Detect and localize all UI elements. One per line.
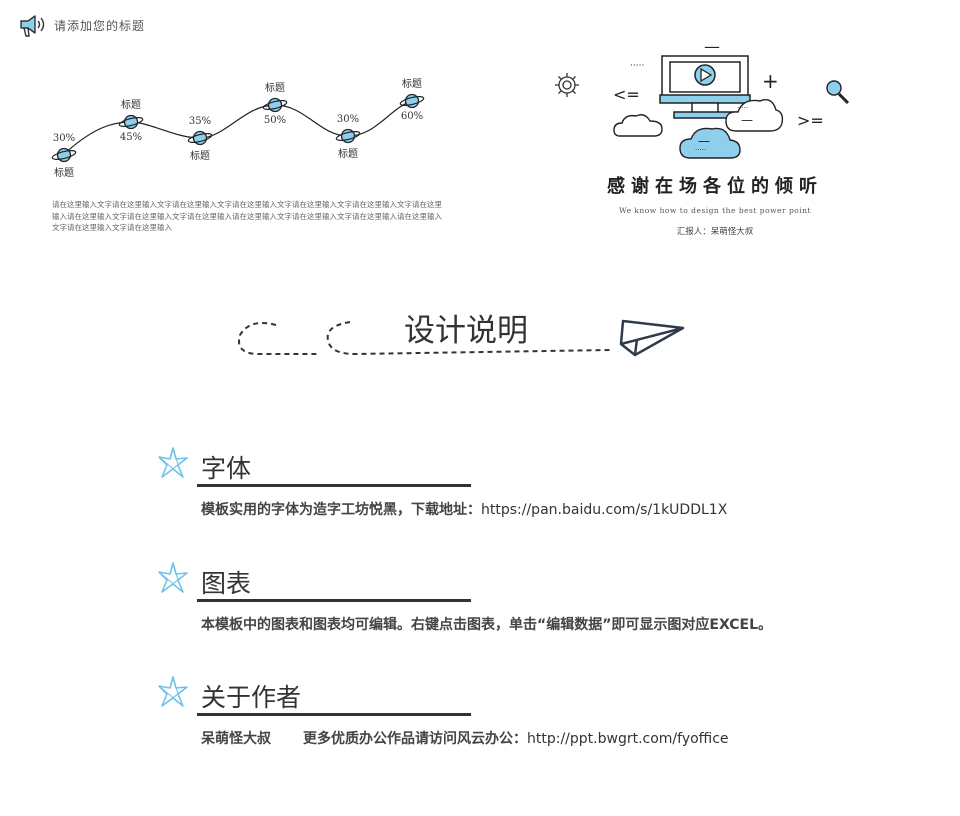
section-title: 字体 (201, 454, 252, 483)
tech-illustration: <= ····· — + >= ····· — — ····· (555, 40, 850, 159)
section-description: 本模板中的图表和图表均可编辑。右键点击图表，单击“编辑数据”即可显示图对应EXC… (201, 617, 773, 633)
dash-cloud: — (741, 113, 753, 127)
section-title: 关于作者 (201, 683, 302, 712)
dash-top: — (704, 40, 720, 56)
magnifier-icon (826, 80, 850, 105)
wave-value: 50% (263, 115, 287, 126)
planet-icon (187, 130, 213, 146)
lt-sign: <= (613, 85, 640, 104)
section-banner-title: 设计说明 (404, 313, 528, 349)
section-title: 图表 (201, 569, 252, 598)
monitor-icon (659, 55, 751, 119)
star-icon (158, 676, 188, 707)
dash-cloud2: — (698, 134, 710, 148)
section-description: 呆萌怪大叔 (201, 731, 271, 747)
section-underline (197, 484, 471, 487)
wave-label: 标题 (121, 100, 141, 111)
gt-sign: >= (797, 111, 824, 130)
wave-value: 30% (336, 114, 360, 125)
wave-value: 35% (188, 116, 212, 127)
gear-icon (555, 73, 579, 97)
megaphone-icon (20, 15, 45, 37)
star-icon (158, 562, 188, 593)
cloud-icon: — ····· (679, 127, 741, 159)
reporter-label: 汇报人：呆萌怪大叔 (676, 227, 754, 237)
dashed-trail (238, 321, 611, 356)
section-underline (197, 713, 471, 716)
section-link[interactable]: https://pan.baidu.com/s/1kUDDL1X (481, 502, 728, 518)
section-text: 呆萌怪大叔 更多优质办公作品请访问风云办公：http://ppt.bwgrt.co… (201, 728, 729, 748)
planet-icon (399, 93, 425, 109)
wave-value: 60% (400, 111, 424, 122)
wave-label: 标题 (338, 149, 358, 160)
section-text: 模板实用的字体为造字工坊悦黑，下载地址：https://pan.baidu.co… (201, 499, 727, 519)
paper-plane-icon (619, 319, 685, 357)
planet-icon (335, 128, 361, 144)
planet-icon (262, 97, 288, 113)
section-underline (197, 599, 471, 602)
wave-label: 标题 (265, 83, 285, 94)
section-description: 模板实用的字体为造字工坊悦黑，下载地址： (201, 502, 481, 518)
wave-label: 标题 (402, 79, 422, 90)
dots-cloud: ····· (737, 104, 748, 112)
wave-label: 标题 (54, 168, 74, 179)
wave-timeline (61, 100, 413, 157)
thanks-title: 感谢在场各位的倾听 (607, 176, 823, 197)
play-icon (694, 64, 716, 86)
section-description-2: 更多优质办公作品请访问风云办公： (303, 731, 527, 747)
section-text: 本模板中的图表和图表均可编辑。右键点击图表，单击“编辑数据”即可显示图对应EXC… (201, 614, 772, 634)
page-title: 请添加您的标题 (54, 19, 146, 33)
plus-sign: + (762, 69, 779, 93)
cloud-icon: ····· — (725, 98, 784, 132)
planet-icon (51, 147, 77, 163)
section-link[interactable]: http://ppt.bwgrt.com/fyoffice (527, 731, 729, 747)
wave-value: 45% (119, 132, 143, 143)
dots-cloud2: ····· (695, 146, 706, 154)
wave-value: 30% (52, 133, 76, 144)
star-icon (158, 447, 188, 478)
body-paragraph: 请在这里输入文字请在这里输入文字请在这里输入文字请在这里输入文字请在这里输入文字… (52, 200, 442, 232)
wave-label: 标题 (190, 151, 210, 162)
thanks-subtitle: We know how to design the best power poi… (618, 206, 812, 215)
cloud-icon (613, 114, 663, 137)
planet-icon (118, 114, 144, 130)
dots-top: ····· (630, 61, 644, 71)
